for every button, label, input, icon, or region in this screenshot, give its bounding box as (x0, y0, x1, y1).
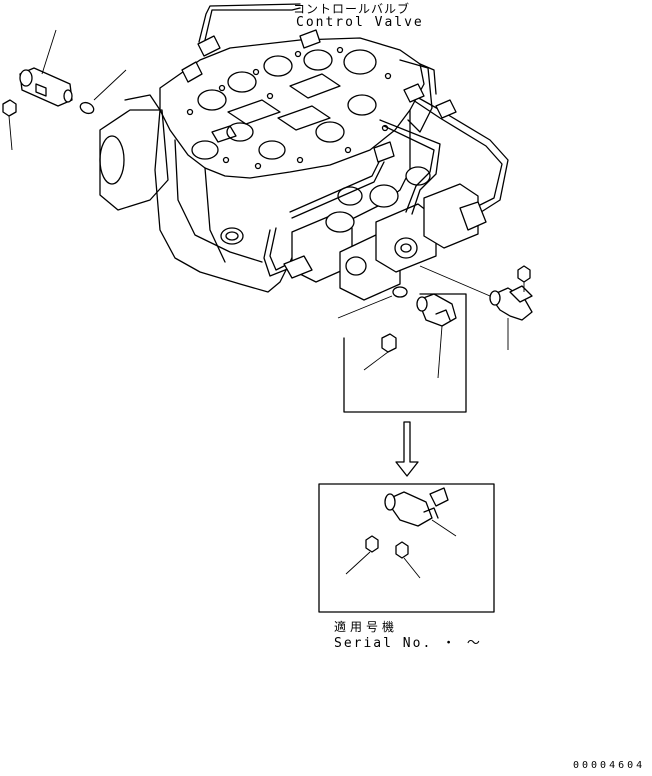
title-japanese: コントロールバルブ (293, 2, 411, 16)
serial-label-english: Serial No. ・ ～ (334, 636, 482, 651)
bolt-right (517, 265, 531, 292)
serial-label-japanese: 適用号機 (334, 620, 399, 634)
title-english: Control Valve (296, 15, 424, 30)
down-arrow (395, 421, 419, 477)
spool-end-caps (291, 166, 479, 301)
leader-line (419, 265, 491, 297)
o-ring-center (337, 286, 408, 319)
pilot-piping (181, 3, 509, 279)
control-valve-body (99, 37, 437, 293)
pressure-switch-left (19, 29, 73, 107)
detail-box-upper (343, 293, 467, 413)
drawing-number: 00004604 (573, 760, 646, 771)
detail-box-lower (318, 483, 495, 613)
bolt-left (2, 99, 17, 151)
elbow-fitting-right (489, 285, 533, 350)
o-ring-left (79, 69, 127, 115)
